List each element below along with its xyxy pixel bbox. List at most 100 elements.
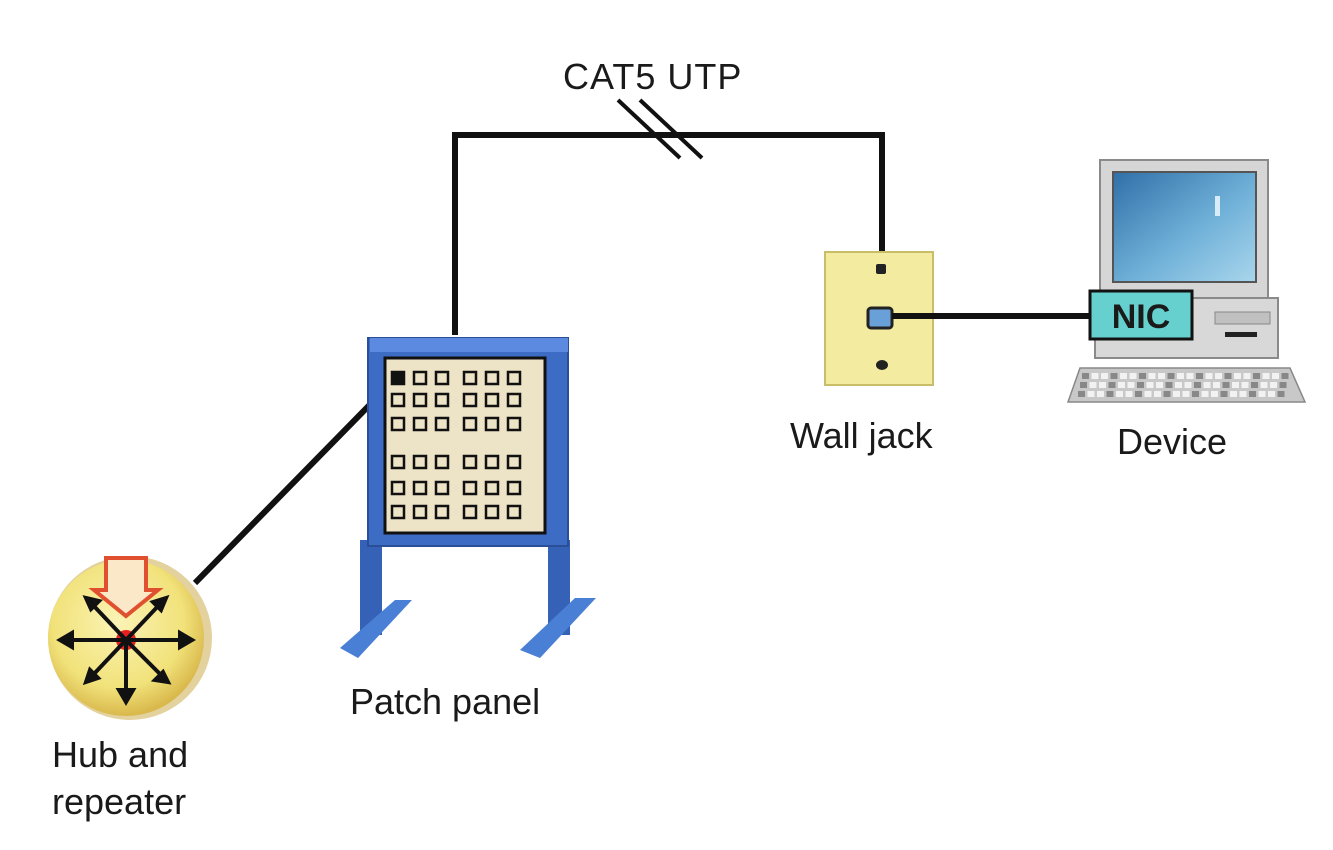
keyboard-key [1139, 373, 1146, 379]
cable-label: CAT5 UTP [563, 56, 743, 97]
keyboard-key [1106, 391, 1114, 397]
device-label: Device [1117, 421, 1228, 462]
patch-panel-label: Patch panel [350, 681, 541, 722]
keyboard-key [1213, 382, 1220, 388]
keyboard-key [1211, 391, 1218, 397]
patch-port [506, 480, 522, 496]
keyboard-key [1251, 382, 1258, 388]
keyboard-key [1110, 373, 1118, 379]
patch-port [434, 416, 450, 432]
keyboard-key [1232, 382, 1239, 388]
keyboard-key [1194, 382, 1201, 388]
patch-port [434, 392, 450, 408]
computer-icon [1066, 159, 1307, 403]
keyboard-key [1163, 391, 1171, 397]
keyboard-key [1175, 382, 1182, 388]
patch-port [412, 416, 428, 432]
nic-card: NIC [1088, 289, 1194, 341]
hub-icon [48, 556, 212, 720]
keyboard-key [1135, 391, 1142, 397]
cat5-cable [452, 132, 885, 335]
patch-port [390, 504, 406, 520]
keyboard-key [1156, 382, 1163, 388]
keyboard-key [1277, 391, 1285, 397]
patch-port [462, 416, 478, 432]
keyboard-key [1184, 382, 1192, 388]
keyboard-key [1158, 373, 1165, 379]
keyboard-key [1215, 373, 1222, 379]
keyboard-key [1154, 391, 1161, 397]
keyboard-key [1120, 373, 1127, 379]
keyboard-key [1186, 373, 1194, 379]
patch-port [506, 370, 522, 386]
keyboard-key [1281, 373, 1289, 379]
keyboard-key [1196, 373, 1203, 379]
patch-port [412, 454, 428, 470]
keyboard-key [1099, 382, 1106, 388]
keyboard-key [1230, 391, 1237, 397]
keyboard-key [1249, 391, 1256, 397]
patch-port [506, 416, 522, 432]
keyboard-key [1129, 373, 1137, 379]
keyboard-key [1108, 382, 1116, 388]
patch-port [484, 370, 500, 386]
keyboard-key [1270, 382, 1277, 388]
nic-label: NIC [1112, 298, 1171, 336]
keyboard-key [1089, 382, 1097, 388]
keyboard-key [1097, 391, 1104, 397]
keyboard-key [1268, 391, 1275, 397]
keyboard-key [1091, 373, 1099, 379]
patch-port [484, 504, 500, 520]
keyboard-key [1260, 382, 1268, 388]
patch-port [390, 392, 406, 408]
patch-port [462, 392, 478, 408]
keyboard-key [1253, 373, 1260, 379]
keyboard-key [1222, 382, 1230, 388]
cable-break-mark-2 [638, 98, 704, 160]
keyboard-key [1116, 391, 1123, 397]
patch-port [434, 370, 450, 386]
keyboard-key [1080, 382, 1087, 388]
keyboard-key [1201, 391, 1209, 397]
patch-port [506, 454, 522, 470]
patch-port [412, 392, 428, 408]
keyboard-key [1173, 391, 1180, 397]
patch-port [412, 480, 428, 496]
keyboard-key [1101, 373, 1108, 379]
patch-port [412, 370, 428, 386]
keyboard-key [1239, 391, 1247, 397]
keyboard-key [1167, 373, 1175, 379]
keyboard-key [1243, 373, 1251, 379]
patch-port [484, 480, 500, 496]
patch-panel-icon [340, 337, 596, 658]
keyboard-key [1205, 373, 1213, 379]
keyboard-key [1125, 391, 1133, 397]
keyboard-key [1118, 382, 1125, 388]
patch-port [462, 370, 478, 386]
patch-port [434, 504, 450, 520]
patch-port [462, 504, 478, 520]
keyboard-key [1087, 391, 1095, 397]
patch-port [434, 454, 450, 470]
patch-port [434, 480, 450, 496]
keyboard-key [1146, 382, 1154, 388]
patch-port [506, 392, 522, 408]
keyboard-key [1137, 382, 1144, 388]
patch-port [462, 454, 478, 470]
patch-cable [192, 373, 401, 586]
keyboard-key [1078, 391, 1085, 397]
patch-port [390, 480, 406, 496]
keyboard-key [1262, 373, 1270, 379]
wall-jack-icon [824, 251, 934, 386]
keyboard-key [1234, 373, 1241, 379]
patch-port [390, 454, 406, 470]
patch-port [484, 416, 500, 432]
keyboard-key [1241, 382, 1249, 388]
patch-port [484, 454, 500, 470]
keyboard-key [1272, 373, 1279, 379]
keyboard-key [1082, 373, 1089, 379]
keyboard-key [1144, 391, 1152, 397]
hub-label-line1: Hub and [52, 734, 189, 775]
keyboard-key [1192, 391, 1199, 397]
